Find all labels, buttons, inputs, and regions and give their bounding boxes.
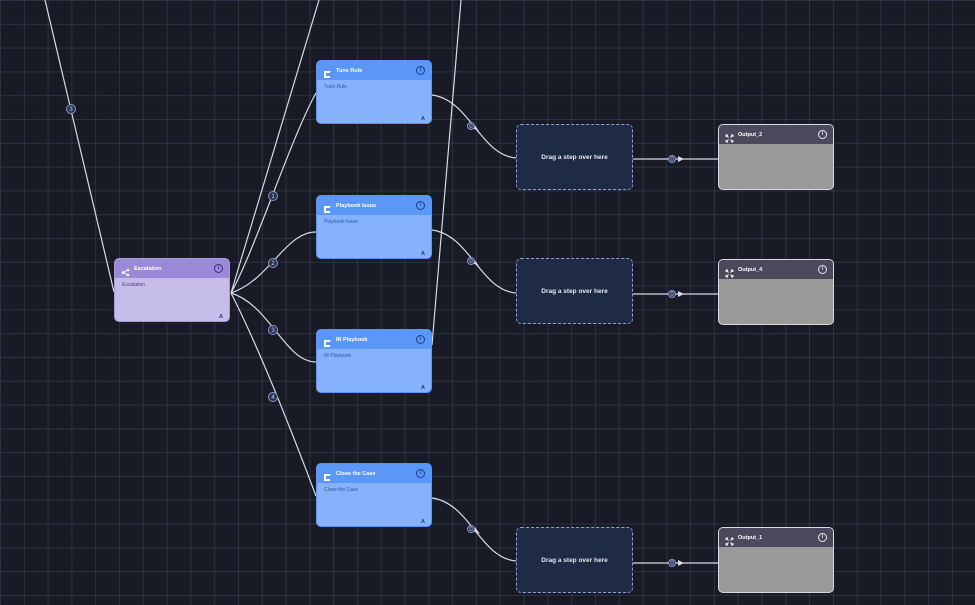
connector-badge-4[interactable]: 4	[268, 392, 278, 402]
playbook-icon	[323, 335, 332, 347]
node-header[interactable]: Playbook Issue i	[317, 196, 431, 215]
node-subtitle: IR Playbook	[324, 353, 351, 359]
svg-text:4: 4	[271, 395, 275, 401]
svg-text:3: 3	[69, 107, 73, 113]
playbook-icon	[323, 201, 332, 213]
node-corner-label: A	[421, 116, 425, 122]
info-icon[interactable]: i	[416, 201, 425, 210]
branch-icon	[121, 264, 130, 277]
node-title: Close the Case	[336, 470, 376, 477]
drop-zone[interactable]: Drag a step over here	[516, 527, 633, 593]
node-title: Escalation	[134, 265, 162, 272]
expand-icon	[725, 130, 734, 143]
info-icon[interactable]: i	[818, 130, 827, 139]
connector-badge-1[interactable]: 1	[268, 191, 278, 201]
node-corner-label: A	[219, 314, 223, 320]
node-header[interactable]: Escalation i	[115, 259, 229, 278]
node-tune-rule[interactable]: Tune Rule i Tune Rule A	[316, 60, 432, 124]
arrowhead	[678, 560, 684, 566]
svg-text:2: 2	[271, 261, 275, 267]
connector-badge-2[interactable]: 2	[268, 258, 278, 268]
port-close-case-out[interactable]: 0	[467, 525, 475, 534]
svg-text:0: 0	[670, 157, 674, 163]
node-body: Tune Rule A	[317, 80, 431, 123]
info-icon[interactable]: i	[416, 335, 425, 344]
arrowhead	[678, 291, 684, 297]
playbook-icon	[323, 66, 332, 78]
node-escalation[interactable]: Escalation i Escalation A	[114, 258, 230, 322]
svg-text:0: 0	[469, 259, 473, 265]
node-output-4[interactable]: Output_4 i	[718, 259, 834, 325]
edge-top-1	[230, 0, 320, 294]
node-header[interactable]: Output_2 i	[719, 125, 833, 144]
port-output-1-in[interactable]: 0	[668, 559, 676, 568]
node-subtitle: Tune Rule	[324, 84, 347, 90]
expand-icon	[725, 533, 734, 546]
edge-into-escalation	[44, 0, 115, 293]
arrowhead	[678, 156, 684, 162]
svg-text:1: 1	[271, 194, 275, 200]
node-header[interactable]: Close the Case i	[317, 464, 431, 483]
node-ir-playbook[interactable]: IR Playbook i IR Playbook A	[316, 329, 432, 393]
node-corner-label: A	[421, 385, 425, 391]
node-title: Output_1	[738, 534, 763, 541]
port-playbook-issue-out[interactable]: 0	[467, 257, 475, 266]
connector-badge-top-left[interactable]: 3	[66, 104, 76, 114]
svg-text:0: 0	[670, 292, 674, 298]
node-body: IR Playbook A	[317, 349, 431, 392]
connector-badge-3[interactable]: 3	[268, 325, 278, 335]
expand-icon	[725, 265, 734, 278]
node-title: IR Playbook	[336, 336, 368, 343]
svg-text:3: 3	[271, 328, 275, 334]
info-icon[interactable]: i	[416, 469, 425, 478]
node-subtitle: Close the Case	[324, 487, 359, 493]
info-icon[interactable]: i	[818, 265, 827, 274]
svg-text:0: 0	[469, 124, 473, 130]
node-corner-label: A	[421, 251, 425, 257]
node-body: Playbook Issue A	[317, 215, 431, 258]
port-output-2-in[interactable]: 0	[668, 155, 676, 164]
node-close-the-case[interactable]: Close the Case i Close the Case A	[316, 463, 432, 527]
node-output-2[interactable]: Output_2 i	[718, 124, 834, 190]
edge-escalation-playbook-issue	[230, 231, 317, 294]
info-icon[interactable]: i	[416, 66, 425, 75]
node-header[interactable]: Tune Rule i	[317, 61, 431, 80]
drop-zone[interactable]: Drag a step over here	[516, 258, 633, 324]
node-body: Close the Case A	[317, 483, 431, 526]
node-header[interactable]: Output_1 i	[719, 528, 833, 547]
svg-text:0: 0	[670, 561, 674, 567]
node-playbook-issue[interactable]: Playbook Issue i Playbook Issue A	[316, 195, 432, 259]
node-body: Escalation A	[115, 278, 229, 321]
node-title: Tune Rule	[336, 67, 363, 74]
node-header[interactable]: IR Playbook i	[317, 330, 431, 349]
node-subtitle: Escalation	[122, 282, 146, 288]
info-icon[interactable]: i	[818, 533, 827, 542]
node-header[interactable]: Output_4 i	[719, 260, 833, 279]
svg-text:0: 0	[469, 527, 473, 533]
node-output-1[interactable]: Output_1 i	[718, 527, 834, 593]
info-icon[interactable]: i	[214, 264, 223, 273]
edge-top-2	[431, 0, 462, 346]
node-title: Output_2	[738, 131, 763, 138]
node-title: Playbook Issue	[336, 202, 377, 209]
drop-zone[interactable]: Drag a step over here	[516, 124, 633, 190]
port-output-4-in[interactable]: 0	[668, 290, 676, 299]
port-tune-rule-out[interactable]: 0	[467, 122, 475, 131]
node-title: Output_4	[738, 266, 763, 273]
playbook-icon	[323, 469, 332, 481]
node-corner-label: A	[421, 519, 425, 525]
node-subtitle: Playbook Issue	[324, 219, 358, 225]
